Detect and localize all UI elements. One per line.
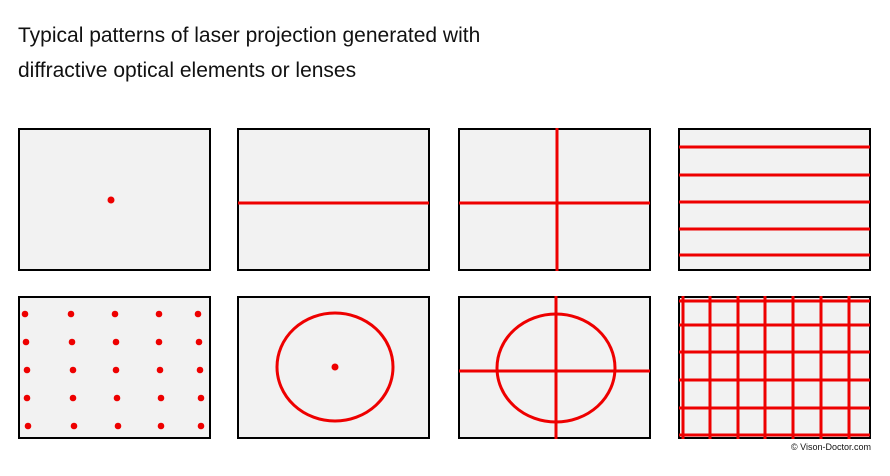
laser-dot: [67, 310, 75, 318]
laser-dot: [69, 394, 77, 402]
laser-grid: [679, 296, 870, 439]
laser-dot: [155, 310, 163, 318]
pattern-line-panel: [237, 128, 430, 271]
panel-background: [18, 128, 211, 271]
pattern-circle-with-dot-panel: [237, 296, 430, 439]
title-line-1: Typical patterns of laser projection gen…: [18, 24, 481, 47]
laser-dot: [195, 338, 203, 346]
pattern-dot-matrix-panel: [18, 296, 211, 439]
laser-dot: [114, 422, 122, 430]
cross-pattern: [458, 128, 651, 271]
laser-dot: [156, 366, 164, 374]
grid-pattern: [678, 296, 871, 439]
panel-background: [678, 128, 871, 271]
laser-dot: [157, 394, 165, 402]
panel-background: [237, 128, 430, 271]
laser-dot: [197, 422, 205, 430]
dot-matrix-pattern: [18, 296, 211, 439]
laser-dot: [111, 310, 119, 318]
laser-dot: [155, 338, 163, 346]
laser-dot: [331, 363, 339, 371]
laser-dot: [23, 394, 31, 402]
line-pattern: [237, 128, 430, 271]
panel-background: [458, 128, 651, 271]
laser-dot: [24, 422, 32, 430]
laser-dot: [22, 338, 30, 346]
laser-dot: [112, 338, 120, 346]
title-line-2: diffractive optical elements or lenses: [18, 59, 357, 82]
circle-with-cross-pattern: [458, 296, 651, 439]
laser-dot: [196, 366, 204, 374]
laser-dot-matrix: [21, 310, 205, 430]
laser-dot: [157, 422, 165, 430]
pattern-multiple-lines-panel: [678, 128, 871, 271]
multiple-lines-pattern: [678, 128, 871, 271]
laser-dot: [68, 338, 76, 346]
single-dot-pattern: [18, 128, 211, 271]
pattern-circle-with-cross-panel: [458, 296, 651, 439]
pattern-single-dot-panel: [18, 128, 211, 271]
laser-dot: [197, 394, 205, 402]
laser-dot: [107, 196, 115, 204]
panel-background: [678, 296, 871, 439]
circle-with-dot-pattern: [237, 296, 430, 439]
copyright-notice: © Vison-Doctor.com: [791, 442, 871, 452]
pattern-grid-panel: [678, 296, 871, 439]
laser-dot: [194, 310, 202, 318]
laser-dot: [21, 310, 29, 318]
laser-dot: [112, 366, 120, 374]
laser-circle: [275, 311, 395, 423]
laser-dot: [69, 366, 77, 374]
laser-dot: [113, 394, 121, 402]
laser-dot: [70, 422, 78, 430]
laser-dot: [23, 366, 31, 374]
figure-title: Typical patterns of laser projection gen…: [18, 18, 480, 88]
pattern-cross-panel: [458, 128, 651, 271]
